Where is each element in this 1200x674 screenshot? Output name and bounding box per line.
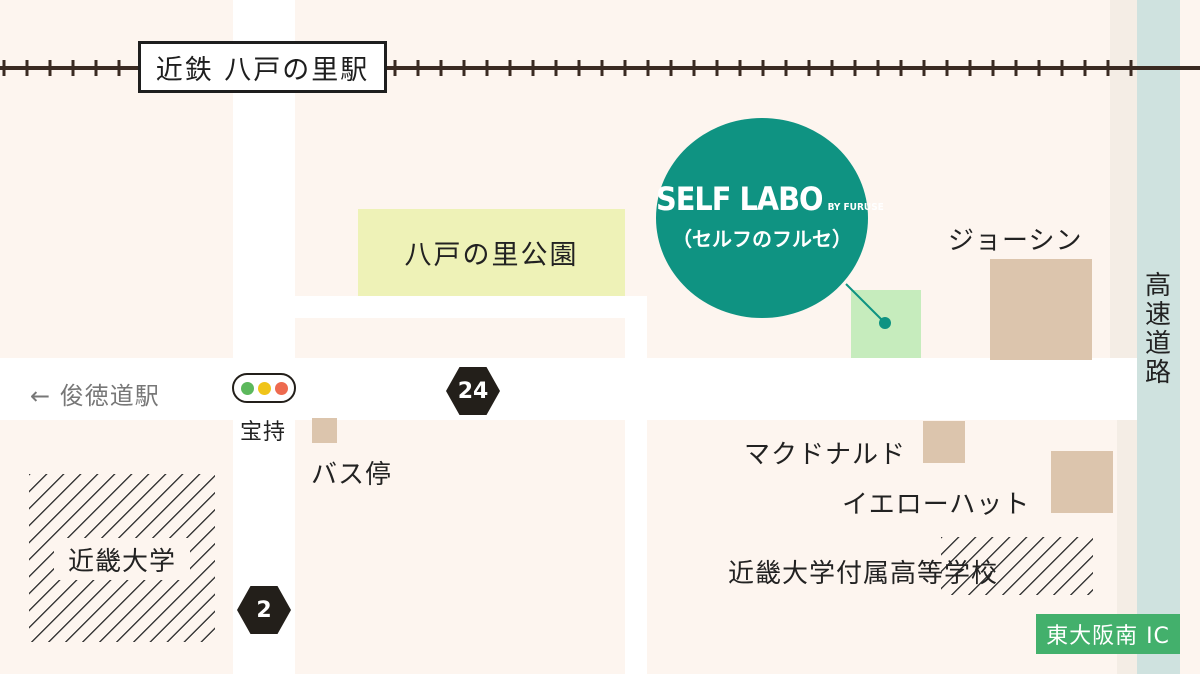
signal-label: 宝持 (240, 420, 287, 445)
joshin-label: ジョーシン (948, 226, 1083, 256)
park-area: 八戸の里公園 (358, 209, 625, 296)
interchange-badge: 東大阪南 IC (1036, 614, 1180, 654)
shop-name: SELF LABO (656, 180, 823, 218)
shop-subtitle: （セルフのフルセ） (672, 227, 852, 251)
university-label: 近畿大学 (67, 546, 176, 577)
shuntoku-station-label: ← 俊徳道駅 (30, 382, 160, 410)
shop-marker[interactable]: SELF LABO BY FURUSE （セルフのフルセ） (656, 118, 884, 318)
highschool-area (941, 537, 1093, 595)
signal-red-light (274, 381, 288, 395)
joshin-building (990, 259, 1092, 360)
university-label-box: 近畿大学 (54, 538, 190, 580)
expressway-road (1137, 0, 1180, 674)
side-road-horizontal (295, 296, 647, 318)
mcdonalds-label: マクドナルド (744, 440, 907, 470)
interchange-label: 東大阪南 IC (1046, 624, 1170, 649)
block (295, 318, 625, 358)
station-label: 近鉄 八戸の里駅 (155, 54, 370, 86)
route-2-badge: 2 (237, 586, 291, 634)
bus-stop-marker (312, 418, 337, 443)
traffic-signal-icon (232, 373, 296, 403)
block (295, 420, 625, 674)
main-road-horizontal (0, 358, 1140, 420)
yellowhat-label: イエローハット (842, 490, 1031, 520)
park-label: 八戸の里公園 (404, 240, 579, 271)
main-road-vertical (233, 0, 295, 674)
yellowhat-building (1051, 451, 1113, 513)
signal-green-light (240, 381, 254, 395)
bus-stop-label: バス停 (311, 460, 393, 490)
block (1180, 0, 1200, 674)
highschool-label: 近畿大学付属高等学校 (728, 559, 999, 589)
shop-by: BY FURUSE (827, 202, 884, 213)
route-24-badge: 24 (446, 367, 500, 415)
mcdonalds-building (923, 421, 965, 463)
side-road-vertical (625, 296, 647, 674)
expressway-label: 高速道路 (1144, 271, 1171, 388)
station-label-box: 近鉄 八戸の里駅 (138, 41, 387, 93)
signal-yellow-light (257, 381, 271, 395)
